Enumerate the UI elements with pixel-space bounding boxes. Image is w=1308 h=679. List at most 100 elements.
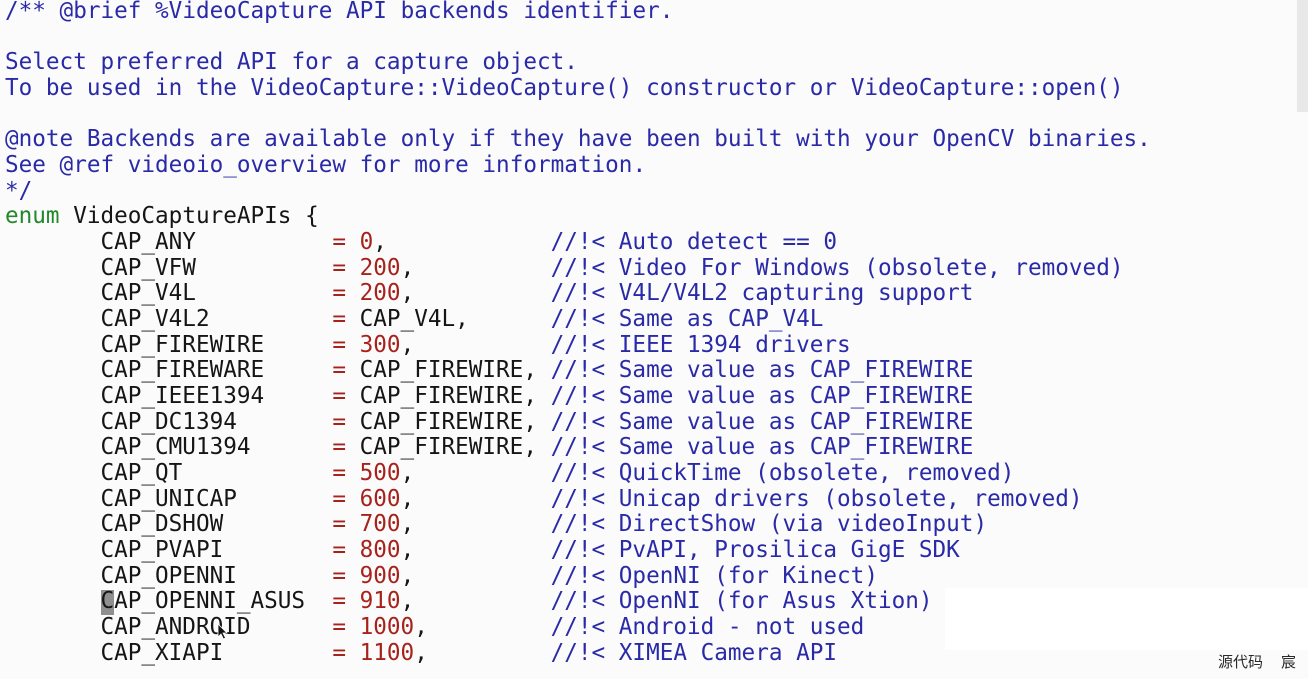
separator-comma: , xyxy=(373,229,387,256)
inline-doc-comment: //!< DirectShow (via videoInput) xyxy=(550,511,988,538)
separator-comma: , xyxy=(400,511,415,538)
doc-comment-line: To be used in the VideoCapture::VideoCap… xyxy=(5,75,1295,102)
enumerator-name: CAP_ANDROID xyxy=(100,614,251,641)
inline-doc-comment: //!< Same value as CAP_FIREWIRE xyxy=(550,383,974,410)
enumerator-name: CAP_V4L2 xyxy=(100,306,210,333)
assign-operator: = xyxy=(332,280,346,307)
assign-operator: = xyxy=(332,331,346,358)
enumerator-value-group: 200, xyxy=(360,281,415,307)
inline-doc-comment: //!< IEEE 1394 drivers xyxy=(550,331,851,358)
text-caret xyxy=(100,589,115,615)
doc-comment-line: /** @brief %VideoCapture API backends id… xyxy=(5,0,1295,25)
enumerator-value-group: CAP_FIREWIRE, xyxy=(360,383,537,410)
enumerator-name: CAP_V4L xyxy=(100,280,196,307)
enumerator-value: CAP_FIREWIRE xyxy=(359,434,524,461)
separator-comma: , xyxy=(414,614,428,641)
assign-operator: = xyxy=(332,460,346,487)
enumerator-value-group: CAP_FIREWIRE, xyxy=(360,435,537,461)
enumerator-value: 910 xyxy=(359,588,401,615)
assign-operator: = xyxy=(332,537,346,564)
separator-comma: , xyxy=(400,588,415,615)
doc-comment-text: See @ref videoio_overview for more infor… xyxy=(5,152,647,179)
enum-declaration-line: enum VideoCaptureAPIs { xyxy=(5,204,1295,230)
enumerator-name: CAP_FIREWARE xyxy=(100,357,265,384)
enumerator-value-group: 0, xyxy=(359,229,387,256)
enumerator-value-group: 200, xyxy=(360,254,415,282)
separator-comma: , xyxy=(455,306,469,333)
enum-entry-cap-vfw: CAP_VFW=200,//!< Video For Windows (obso… xyxy=(5,254,1295,282)
enum-entry-cap-dshow: CAP_DSHOW = 700, //!< DirectShow (via video… xyxy=(5,512,1295,538)
inline-doc-comment: //!< XIMEA Camera API xyxy=(550,639,838,666)
assign-operator: = xyxy=(332,485,346,512)
enumerator-value-group: 300, xyxy=(359,331,415,359)
assign-operator: = xyxy=(332,357,346,384)
inline-doc-comment: //!< Same value as CAP_FIREWIRE xyxy=(550,434,974,461)
doc-comment-line: See @ref videoio_overview for more infor… xyxy=(5,152,1295,179)
assign-operator: = xyxy=(332,229,346,256)
enumerator-value: CAP_FIREWIRE xyxy=(359,357,524,384)
assign-operator: = xyxy=(332,434,346,461)
inline-doc-comment: //!< Android - not used xyxy=(550,614,865,641)
enumerator-value-group: 500, xyxy=(360,460,415,487)
inline-doc-comment: //!< OpenNI (for Asus Xtion) xyxy=(550,588,933,615)
enum-keyword: enum xyxy=(5,203,60,230)
enumerator-name: CAP_FIREWIRE xyxy=(100,331,265,358)
enum-entry-cap-openni: CAP_OPENNI = 900, //!< OpenNI (for Kinect) xyxy=(5,562,1295,590)
enum-entry-cap-ieee1394: CAP_IEEE1394=CAP_FIREWIRE,//!< Same valu… xyxy=(5,383,1295,410)
enumerator-value: 600 xyxy=(359,485,401,512)
enumerator-value: CAP_FIREWIRE xyxy=(359,408,524,435)
doc-comment-text: */ xyxy=(5,177,33,204)
enumerator-value-group: 1100, xyxy=(359,639,428,667)
vertical-scrollbar-thumb[interactable] xyxy=(1297,0,1308,112)
enum-entry-cap-pvapi: CAP_PVAPI=800,//!< PvAPI, Prosilica GigE… xyxy=(5,537,1295,564)
enum-entry-cap-cmu1394: CAP_CMU1394=CAP_FIREWIRE,//!< Same value… xyxy=(5,435,1295,461)
separator-comma: , xyxy=(523,408,537,435)
enumerator-value: 1100 xyxy=(359,639,415,666)
enum-entry-cap-dc1394: CAP_DC1394=CAP_FIREWIRE,//!< Same value … xyxy=(5,408,1295,436)
inline-doc-comment: //!< Video For Windows (obsolete, remove… xyxy=(550,254,1124,281)
separator-comma: , xyxy=(523,357,537,384)
separator-comma: , xyxy=(400,254,415,281)
assign-operator: = xyxy=(332,306,346,333)
doc-comment-text: Select preferred API for a capture objec… xyxy=(5,49,578,76)
doc-comment-text: To be used in the VideoCapture::VideoCap… xyxy=(5,75,1124,102)
inline-doc-comment: //!< OpenNI (for Kinect) xyxy=(550,562,878,589)
watermark-text: 宸 xyxy=(1281,653,1297,671)
enumerator-value: 200 xyxy=(359,280,401,307)
code-editor[interactable]: /** @brief %VideoCapture API backends id… xyxy=(5,0,1295,666)
separator-comma: , xyxy=(400,280,415,307)
watermark: 源代码宸 xyxy=(1218,652,1296,672)
enumerator-name: CAP_UNICAP xyxy=(100,485,237,512)
enum-entry-cap-v4l: CAP_V4L=200,//!< V4L/V4L2 capturing supp… xyxy=(5,281,1295,307)
enumerator-name: CAP_OPENNI_ASUS xyxy=(100,588,306,615)
assign-operator: = xyxy=(332,614,346,641)
enumerator-value-group: 900, xyxy=(360,563,415,590)
assign-operator: = xyxy=(332,511,346,538)
enumerator-value: 1000 xyxy=(359,614,415,641)
enum-entry-cap-fireware: CAP_FIREWARE = CAP_FIREWIRE, //!< Same valu… xyxy=(5,358,1295,384)
enum-entry-cap-any: CAP_ANY = 0, //!< Auto detect == 0 xyxy=(5,229,1295,256)
watermark-text: 源代码 xyxy=(1218,653,1264,671)
inline-doc-comment: //!< Auto detect == 0 xyxy=(550,229,838,256)
enumerator-name: CAP_ANY xyxy=(100,229,196,256)
inline-doc-comment: //!< Same value as CAP_FIREWIRE xyxy=(550,357,974,384)
assign-operator: = xyxy=(332,383,346,410)
enumerator-value: 300 xyxy=(359,331,401,358)
inline-doc-comment: //!< Same value as CAP_FIREWIRE xyxy=(550,408,974,435)
assign-operator: = xyxy=(332,562,346,589)
inline-doc-comment: //!< QuickTime (obsolete, removed) xyxy=(550,460,1015,487)
separator-comma: , xyxy=(400,485,415,512)
enumerator-value: 800 xyxy=(359,537,401,564)
separator-comma: , xyxy=(523,434,537,461)
enumerator-value: 0 xyxy=(359,229,374,256)
enumerator-value-group: 600, xyxy=(359,485,415,513)
enum-entry-cap-qt: CAP_QT=500,//!< QuickTime (obsolete, rem… xyxy=(5,460,1295,487)
enumerator-value-group: 700, xyxy=(360,512,415,538)
inline-doc-comment: //!< PvAPI, Prosilica GigE SDK xyxy=(550,537,960,564)
enumerator-name: CAP_OPENNI xyxy=(100,562,237,589)
blank-overlay-panel xyxy=(945,588,1308,650)
enumerator-value-group: 1000, xyxy=(359,614,428,641)
enumerator-name: CAP_DSHOW xyxy=(100,511,224,538)
enumerator-value-group: 910, xyxy=(360,589,415,615)
enum-type-name: VideoCaptureAPIs xyxy=(73,203,292,230)
